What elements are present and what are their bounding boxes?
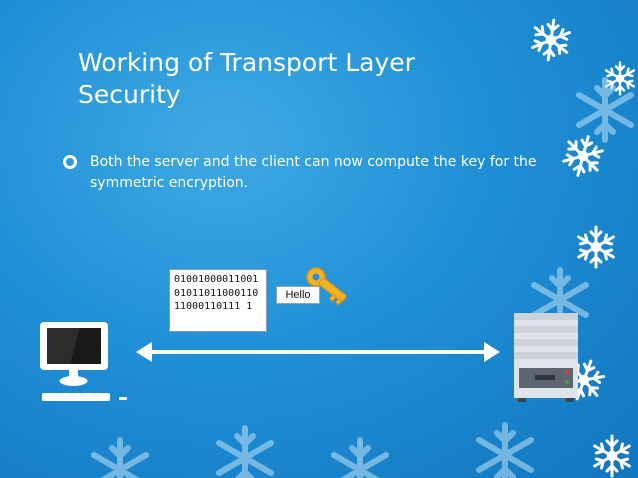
bullet-item: Both the server and the client can now c… — [62, 152, 542, 194]
bullet-ring-icon — [63, 155, 77, 169]
slide-title: Working of Transport Layer Security — [78, 48, 415, 109]
bullet-text: Both the server and the client can now c… — [90, 154, 537, 191]
ciphertext-box: 010010000110010101101100011011000110111 … — [169, 269, 267, 332]
plaintext-box: Hello — [276, 286, 320, 304]
